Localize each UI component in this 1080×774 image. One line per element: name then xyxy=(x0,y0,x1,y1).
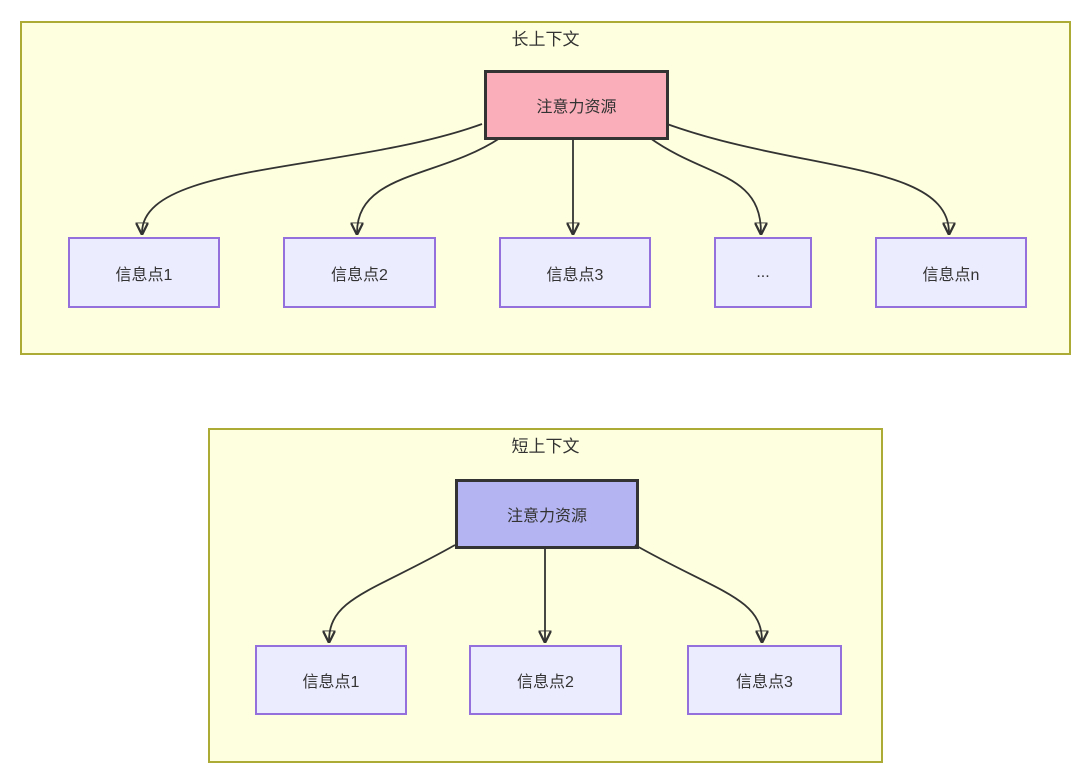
short-context-container: 短上下文 注意力资源 信息点1 信息点2 信息点3 xyxy=(208,428,883,763)
info-node-long-ellipsis: ... xyxy=(714,237,812,308)
info-node-short-3: 信息点3 xyxy=(687,645,842,715)
info-node-short-1: 信息点1 xyxy=(255,645,407,715)
long-context-container: 长上下文 注意力资源 信息点1 信息点2 信息点3 ... 信息点n xyxy=(20,21,1071,355)
short-context-title: 短上下文 xyxy=(511,437,580,456)
info-node-long-2: 信息点2 xyxy=(283,237,436,308)
attention-node-short: 注意力资源 xyxy=(455,479,639,549)
info-node-long-n: 信息点n xyxy=(875,237,1027,308)
attention-node-long: 注意力资源 xyxy=(484,70,669,140)
info-node-long-1: 信息点1 xyxy=(68,237,220,308)
info-node-long-3: 信息点3 xyxy=(499,237,651,308)
info-node-short-2: 信息点2 xyxy=(469,645,622,715)
long-context-title: 长上下文 xyxy=(511,30,580,49)
